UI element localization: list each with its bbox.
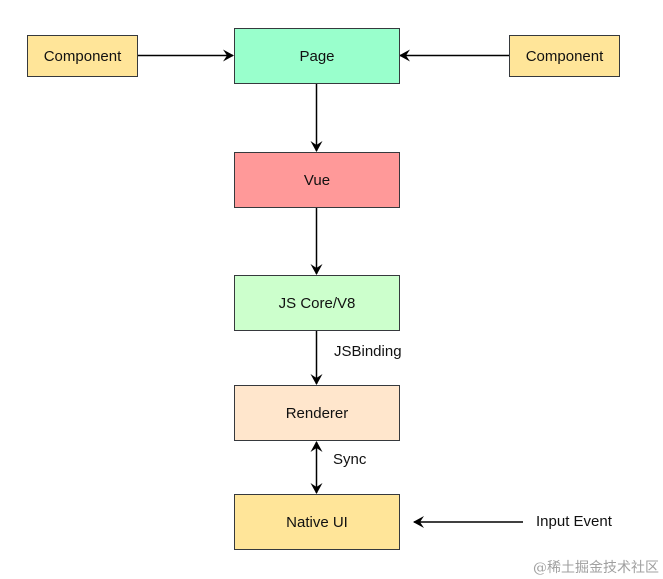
node-component-left: Component bbox=[27, 35, 138, 77]
node-renderer: Renderer bbox=[234, 385, 400, 441]
node-js-core: JS Core/V8 bbox=[234, 275, 400, 331]
node-label: Component bbox=[525, 47, 604, 65]
label-jsbinding: JSBinding bbox=[334, 343, 402, 360]
label-input-event: Input Event bbox=[536, 513, 612, 530]
node-native-ui: Native UI bbox=[234, 494, 400, 550]
node-label: Vue bbox=[303, 171, 331, 189]
node-label: JS Core/V8 bbox=[278, 294, 356, 312]
node-label: Native UI bbox=[286, 513, 348, 531]
label-sync: Sync bbox=[333, 451, 367, 468]
node-component-right: Component bbox=[509, 35, 620, 77]
node-page: Page bbox=[234, 28, 400, 84]
node-label: Page bbox=[299, 47, 335, 65]
node-vue: Vue bbox=[234, 152, 400, 208]
watermark: @稀土掘金技术社区 bbox=[533, 560, 659, 576]
node-label: Renderer bbox=[285, 404, 349, 422]
node-label: Component bbox=[43, 47, 122, 65]
